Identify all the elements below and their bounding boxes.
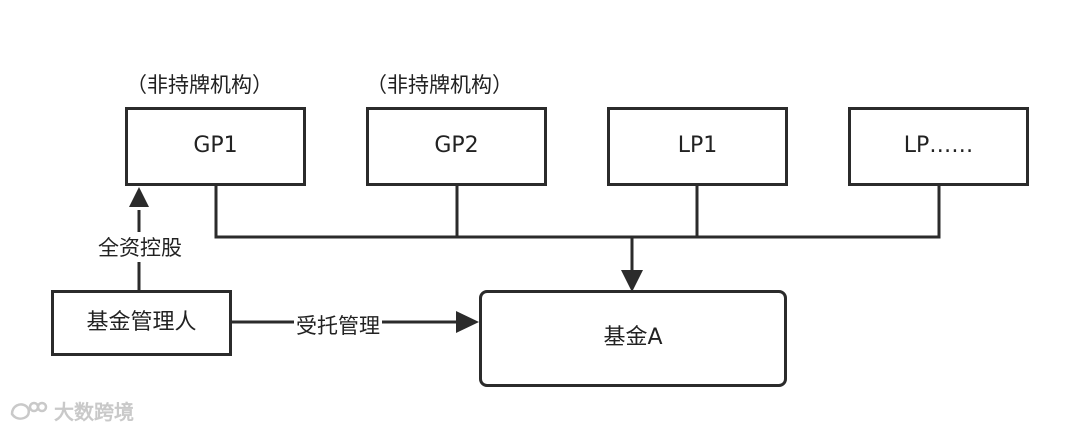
ownership-bus xyxy=(214,184,941,239)
fund-a-node: 基金A xyxy=(479,290,787,387)
watermark-text: 大数跨境 xyxy=(54,400,134,424)
gp1-annotation: （非持牌机构） xyxy=(126,69,273,99)
lp-more-label: LP…… xyxy=(903,133,974,159)
full-control-label: 全资控股 xyxy=(96,232,184,262)
lp-more-node: LP…… xyxy=(848,107,1029,186)
gp2-node: GP2 xyxy=(366,107,547,186)
entrusted-management-label: 受托管理 xyxy=(294,310,382,340)
lp1-label: LP1 xyxy=(677,133,718,159)
gp1-label: GP1 xyxy=(193,133,238,159)
watermark: 大数跨境 xyxy=(8,396,134,425)
lp1-node: LP1 xyxy=(607,107,788,186)
bus-to-fund-arrow xyxy=(621,237,643,292)
watermark-logo-icon xyxy=(10,401,48,420)
gp1-node: GP1 xyxy=(125,107,306,186)
fund-manager-node: 基金管理人 xyxy=(51,290,232,356)
gp2-label: GP2 xyxy=(434,133,479,159)
gp2-annotation: （非持牌机构） xyxy=(366,69,513,99)
fund-a-label: 基金A xyxy=(603,325,663,351)
fund-manager-label: 基金管理人 xyxy=(86,309,197,335)
